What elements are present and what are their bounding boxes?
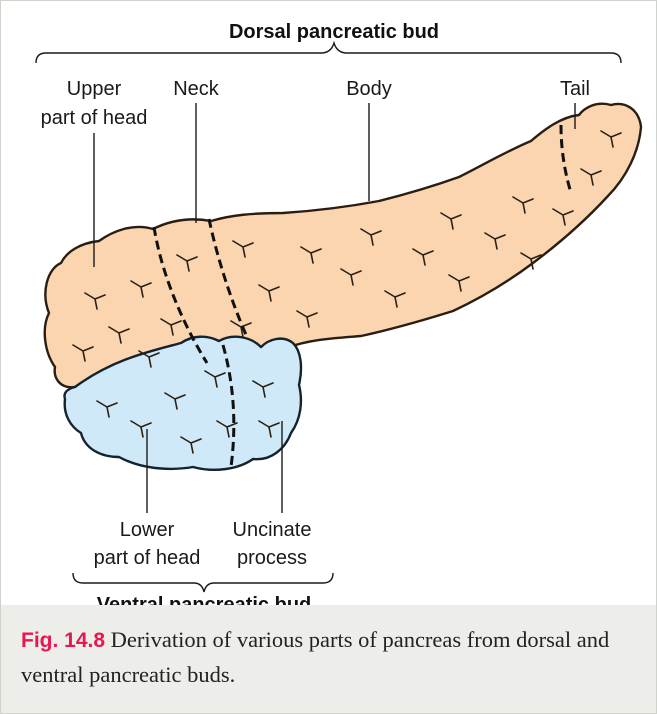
caption-text: Derivation of various parts of pancreas …: [21, 627, 609, 687]
dorsal-pancreatic-bud: [45, 104, 641, 388]
label-uncinate-2: process: [237, 547, 307, 569]
pancreas-diagram: Dorsal pancreatic bud Upper part of head…: [1, 1, 656, 605]
dorsal-bud-title: Dorsal pancreatic bud: [229, 21, 439, 43]
label-upper-head-2: part of head: [41, 107, 148, 129]
label-uncinate-1: Uncinate: [233, 519, 312, 541]
label-lower-head-1: Lower: [120, 519, 175, 541]
label-lower-head-2: part of head: [94, 547, 201, 569]
figure-number: Fig. 14.8: [21, 629, 105, 652]
figure-caption: Fig. 14.8 Derivation of various parts of…: [1, 605, 656, 713]
dorsal-bud-brace: [36, 43, 621, 63]
label-body: Body: [346, 78, 392, 100]
label-upper-head-1: Upper: [67, 78, 122, 100]
label-tail: Tail: [560, 78, 590, 100]
ventral-bud-title: Ventral pancreatic bud: [97, 594, 312, 605]
label-neck: Neck: [173, 78, 220, 100]
ventral-bud-brace: [73, 573, 333, 592]
